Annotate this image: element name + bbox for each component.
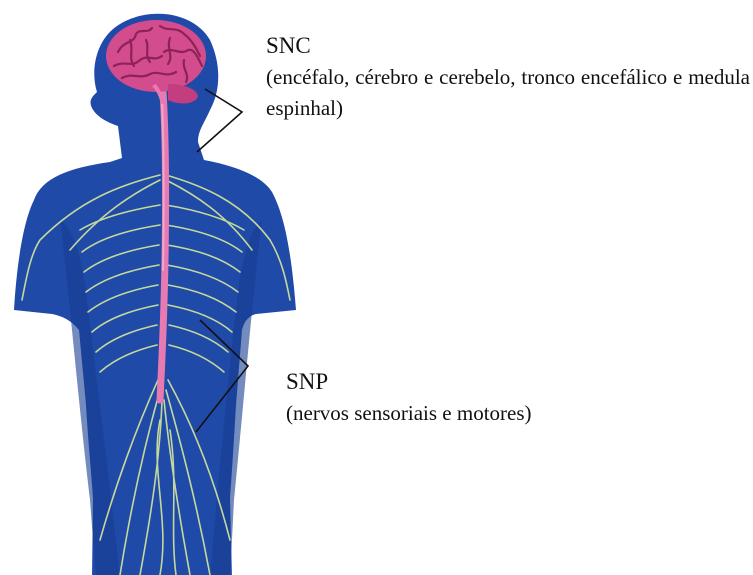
snc-description: (encéfalo, cérebro e cerebelo, tronco en… (266, 62, 750, 124)
snp-label: SNP (nervos sensoriais e motores) (286, 366, 746, 429)
snc-title: SNC (266, 30, 750, 62)
snp-title: SNP (286, 366, 746, 398)
brain (106, 20, 206, 92)
snp-description: (nervos sensoriais e motores) (286, 398, 746, 429)
snc-label: SNC (encéfalo, cérebro e cerebelo, tronc… (266, 30, 750, 124)
human-body-silhouette (14, 14, 296, 575)
